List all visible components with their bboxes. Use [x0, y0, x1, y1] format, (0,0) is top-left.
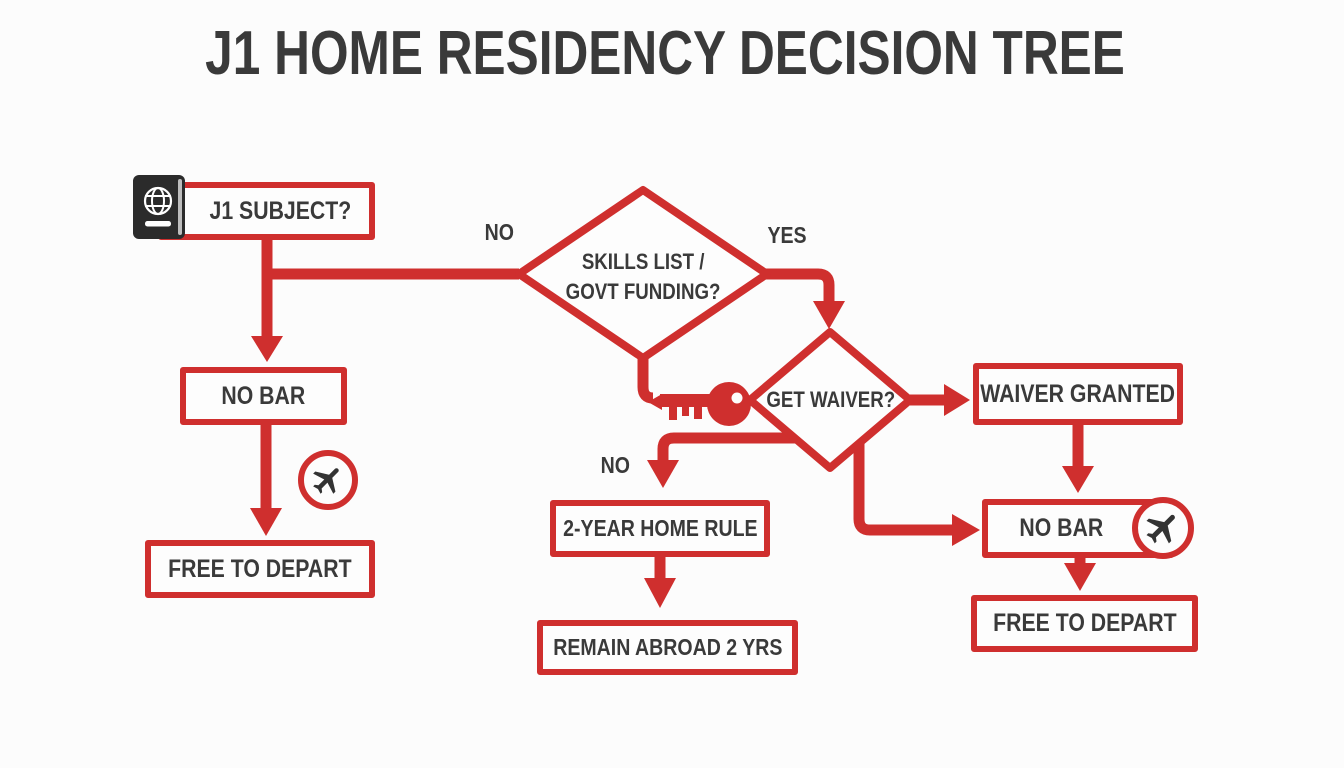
node-two-year-home-rule: 2-YEAR HOME RULE — [550, 500, 770, 557]
arrowhead-down-icon — [813, 301, 845, 329]
node-two-year-home-rule-label: 2-YEAR HOME RULE — [562, 515, 758, 541]
arrowhead-down-icon — [647, 460, 679, 488]
node-free-to-depart-left: FREE TO DEPART — [145, 540, 375, 598]
edge-skills-yes — [765, 268, 835, 303]
arrowhead-down-icon — [644, 578, 676, 608]
edge-waiver-no — [657, 432, 796, 462]
edge-label-skills-yes: YES — [767, 222, 807, 248]
key-icon — [648, 382, 751, 426]
node-no-bar-left: NO BAR — [180, 367, 347, 425]
node-waiver-granted-label: WAIVER GRANTED — [980, 379, 1176, 408]
arrowhead-right-icon — [944, 384, 970, 416]
node-no-bar-left-label: NO BAR — [221, 381, 306, 410]
node-free-to-depart-left-label: FREE TO DEPART — [168, 554, 352, 583]
airplane-badge-right — [1132, 497, 1194, 559]
node-remain-abroad: REMAIN ABROAD 2 YRS — [537, 620, 798, 675]
node-j1-subject-label: J1 SUBJECT? — [209, 196, 352, 225]
arrowhead-down-icon — [250, 508, 282, 536]
edge-label-waiver-no: NO — [600, 452, 630, 478]
node-j1-subject: J1 SUBJECT? — [158, 182, 375, 240]
node-no-bar-right-label: NO BAR — [1019, 514, 1103, 542]
edge-waiver-to-nobar-right — [853, 441, 952, 536]
arrowhead-down-icon — [1062, 466, 1094, 493]
node-free-to-depart-right: FREE TO DEPART — [971, 595, 1198, 652]
page-title: J1 HOME RESIDENCY DECISION TREE — [205, 19, 1125, 88]
arrowhead-down-icon — [1064, 563, 1096, 591]
node-waiver-granted: WAIVER GRANTED — [973, 363, 1183, 425]
passport-icon — [133, 175, 185, 239]
arrowhead-down-icon — [251, 336, 283, 362]
arrowhead-right-icon — [952, 514, 980, 546]
get-waiver-diamond-label: GET WAIVER? — [746, 386, 916, 416]
airplane-icon — [1146, 514, 1175, 544]
edge-label-skills-no: NO — [484, 219, 514, 245]
edge-skills-bottom-to-key — [637, 356, 654, 404]
skills-diamond-shape — [515, 186, 771, 362]
airplane-icon — [313, 468, 339, 494]
node-remain-abroad-label: REMAIN ABROAD 2 YRS — [552, 634, 783, 660]
skills-diamond-line2: GOVT FUNDING? — [565, 279, 721, 304]
skills-diamond-line1: SKILLS LIST / — [581, 249, 705, 274]
get-waiver-label: GET WAIVER? — [766, 387, 896, 412]
airplane-badge-left — [298, 450, 358, 510]
skills-diamond-label: SKILLS LIST / GOVT FUNDING? — [543, 248, 743, 308]
get-waiver-diamond-shape — [746, 328, 914, 472]
node-free-to-depart-right-label: FREE TO DEPART — [992, 609, 1177, 637]
